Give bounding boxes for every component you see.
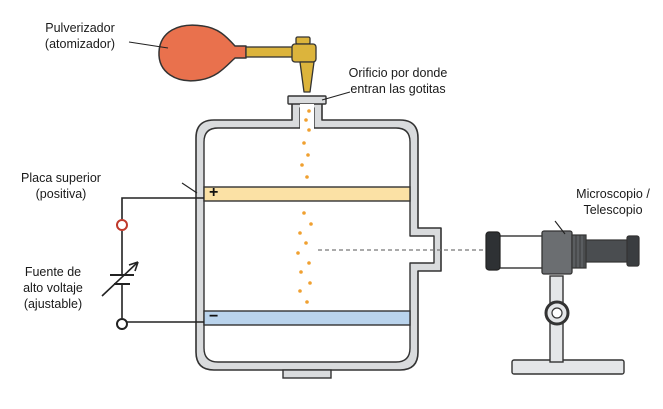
label-orifice: Orificio por donde entran las gotitas <box>348 66 448 96</box>
chamber-interior <box>203 107 435 363</box>
droplet <box>307 128 311 132</box>
label-top-plate: Placa superior (positiva) <box>21 171 101 201</box>
leader-top-plate <box>181 182 198 194</box>
tube-white <box>497 235 545 269</box>
droplet <box>302 141 306 145</box>
negative-terminal <box>116 318 128 330</box>
orifice-channel <box>300 104 314 130</box>
bottom-plate <box>203 310 411 326</box>
droplet <box>309 222 313 226</box>
droplet <box>298 231 302 235</box>
adjustable-arrow-shaft <box>101 261 139 297</box>
atomizer-bulb <box>158 24 247 82</box>
oil-chamber <box>195 95 442 379</box>
orifice-collar <box>287 95 327 105</box>
tube-collar <box>541 230 573 275</box>
label-microscope: Microscopio / Telescopio <box>576 187 650 217</box>
valve-body <box>291 43 317 63</box>
nozzle <box>299 61 315 93</box>
atomizer <box>158 24 317 93</box>
objective-lens <box>485 231 501 271</box>
wire-top <box>121 197 204 219</box>
top-plate <box>203 186 411 202</box>
droplet <box>305 300 309 304</box>
eyepiece <box>626 235 640 267</box>
label-atomizer: Pulverizador (atomizador) <box>44 21 116 51</box>
droplet <box>307 261 311 265</box>
droplet <box>308 281 312 285</box>
leader-microscope <box>554 220 566 235</box>
droplet <box>305 175 309 179</box>
leader-atomizer <box>128 41 169 49</box>
focus-knob-hole <box>551 307 563 319</box>
droplet <box>304 241 308 245</box>
oil-droplets <box>296 109 313 304</box>
minus-sign: − <box>209 308 219 325</box>
circuit <box>101 197 204 330</box>
droplet <box>299 270 303 274</box>
valve-knob <box>295 36 311 45</box>
atomizer-pipe <box>245 46 299 58</box>
positive-terminal <box>116 219 128 231</box>
adjustable-arrow-head <box>128 261 139 272</box>
microscope <box>485 230 640 375</box>
leader-lines <box>128 41 566 235</box>
wire-bottom <box>121 321 204 330</box>
droplet <box>296 251 300 255</box>
chamber-base <box>282 369 332 379</box>
leader-orifice <box>321 91 351 101</box>
label-power-supply: Fuente de alto voltaje (ajustable) <box>23 265 83 311</box>
droplet <box>304 118 308 122</box>
eyepiece-tube <box>585 239 629 263</box>
droplet <box>300 163 304 167</box>
plus-sign: + <box>209 184 219 201</box>
droplet <box>302 211 306 215</box>
microscope-base <box>511 359 625 375</box>
droplet <box>298 289 302 293</box>
droplet <box>306 153 310 157</box>
droplet <box>307 109 311 113</box>
